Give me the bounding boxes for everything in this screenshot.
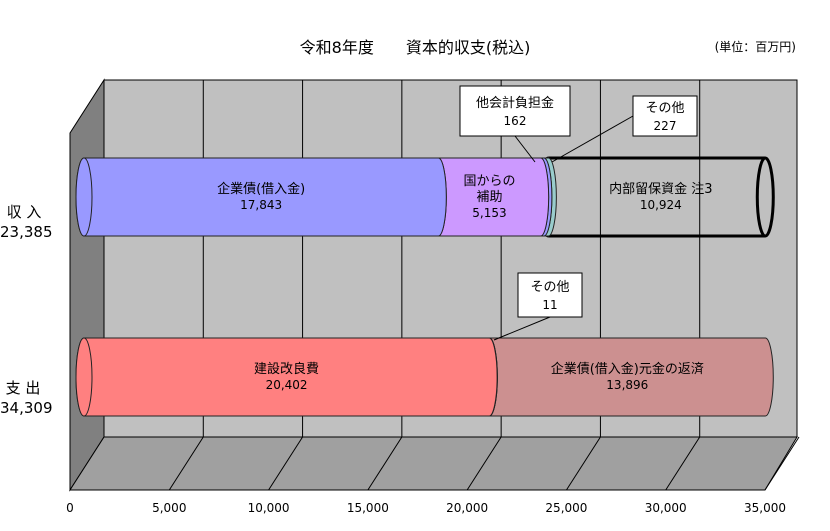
bar-segment: [480, 337, 774, 417]
bar-segment: [75, 337, 498, 417]
callout-leader: [493, 316, 551, 341]
x-tick-label: 5,000: [152, 501, 186, 515]
bar-segment: [75, 157, 447, 237]
segment-label: 企業債(借入金): [217, 181, 305, 197]
x-tick-label: 10,000: [248, 501, 290, 515]
floor-gridline: [367, 436, 403, 491]
floor-gridline: [268, 436, 303, 491]
callout-label: 他会計負担金: [476, 95, 554, 111]
segment-label: 内部留保資金 注3: [609, 181, 712, 197]
floor-gridline: [466, 436, 502, 491]
callout-value-label: 227: [654, 119, 677, 133]
callout-box: [459, 85, 571, 137]
unit-label: (単位：百万円): [714, 40, 796, 54]
category-expense: 支 出 34,309: [0, 378, 53, 418]
segment-label: 建設改良費: [254, 361, 319, 377]
callout-box: [632, 95, 698, 137]
x-tick-label: 20,000: [446, 501, 488, 515]
floor-gridline: [168, 436, 204, 491]
callout-leader: [551, 115, 634, 163]
segment-label: 補助: [476, 190, 502, 205]
bar-segment-body: [75, 157, 447, 237]
bar-segment-start-cap: [75, 337, 93, 417]
x-tick-label: 30,000: [645, 501, 687, 515]
callout-leader: [514, 135, 536, 163]
category-expense-label: 支 出: [5, 379, 41, 397]
bar-segment-body: [548, 156, 766, 238]
bar-segment-end-cap: [755, 156, 775, 238]
segment-value-label: 5,153: [472, 206, 506, 220]
callout-label: その他: [645, 101, 684, 116]
x-tick-label: 25,000: [545, 501, 587, 515]
floor-gridline: [764, 436, 800, 491]
callout-value-label: 162: [504, 114, 527, 128]
segment-label: 企業債(借入金)元金の返済: [551, 361, 704, 377]
category-income-total: 23,385: [0, 223, 53, 241]
segment-value-label: 20,402: [266, 378, 308, 392]
x-tick-label: 0: [66, 501, 74, 515]
category-income-label: 収 入: [6, 203, 42, 221]
segment-value-label: 10,924: [640, 198, 682, 212]
bar-segment-body: [480, 337, 774, 417]
segment-label: 国からの: [463, 174, 515, 189]
callout-box: [517, 272, 583, 318]
floor-gridline: [566, 436, 601, 491]
chart-title: 令和8年度 資本的収支(税込): [299, 38, 531, 57]
x-tick-label: 15,000: [347, 501, 389, 515]
x-tick-label: 35,000: [744, 501, 786, 515]
category-expense-total: 34,309: [0, 399, 53, 417]
category-income: 収 入 23,385: [0, 202, 53, 242]
side-wall: [69, 78, 105, 492]
segment-value-label: 17,843: [240, 198, 282, 212]
floor: [69, 436, 798, 491]
segment-value-label: 13,896: [606, 378, 648, 392]
bar-segment-start-cap: [75, 157, 93, 237]
callout-value-label: 11: [542, 298, 557, 312]
callout-label: その他: [530, 280, 569, 295]
floor-gridline: [665, 436, 701, 491]
bar-segment-body: [75, 337, 498, 417]
